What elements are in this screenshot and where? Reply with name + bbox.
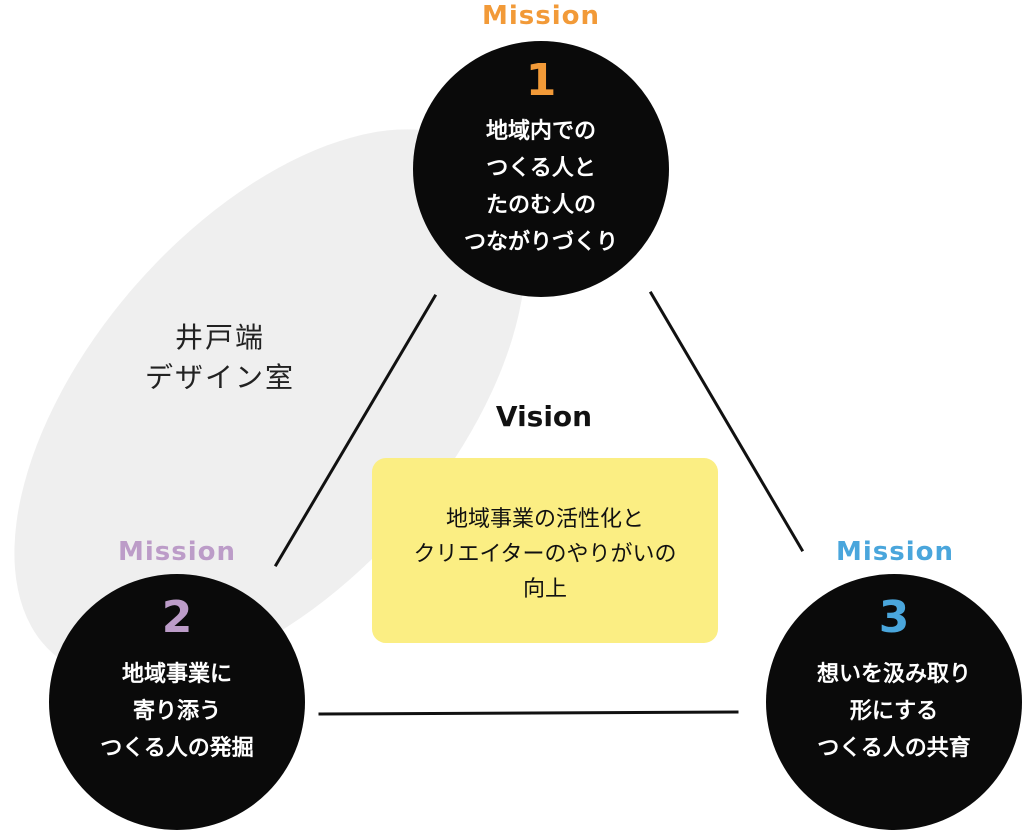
mission-3-circle: 3 想いを汲み取り 形にする つくる人の共育 bbox=[766, 574, 1022, 830]
mission-3-label: Mission bbox=[835, 537, 955, 567]
mission-1-text: 地域内での つくる人と たのむ人の つながりづくり bbox=[463, 119, 618, 255]
vision-title: Vision bbox=[495, 400, 593, 433]
connector-mission2-mission3 bbox=[318, 710, 739, 716]
mission-1-label: Mission bbox=[481, 1, 601, 31]
studio-name: 井戸端 デザイン室 bbox=[144, 321, 295, 394]
mission-2-text: 地域事業に 寄り添う つくる人の発掘 bbox=[100, 662, 254, 761]
mission-3-number: 3 bbox=[878, 592, 910, 643]
mission-2-number: 2 bbox=[161, 592, 193, 643]
mission-3-text: 想いを汲み取り 形にする つくる人の共育 bbox=[816, 662, 971, 761]
connector-mission1-mission3 bbox=[648, 290, 805, 553]
mission-2-label: Mission bbox=[117, 537, 237, 567]
vision-text: 地域事業の活性化と クリエイターのやりがいの 向上 bbox=[413, 507, 677, 602]
mission-1-number: 1 bbox=[525, 55, 557, 106]
mission-1-circle: 1 地域内での つくる人と たのむ人の つながりづくり bbox=[413, 41, 669, 297]
mission-2-circle: 2 地域事業に 寄り添う つくる人の発掘 bbox=[49, 574, 305, 830]
vision-box: 地域事業の活性化と クリエイターのやりがいの 向上 bbox=[372, 458, 718, 643]
connector-mission1-mission2 bbox=[273, 293, 438, 568]
